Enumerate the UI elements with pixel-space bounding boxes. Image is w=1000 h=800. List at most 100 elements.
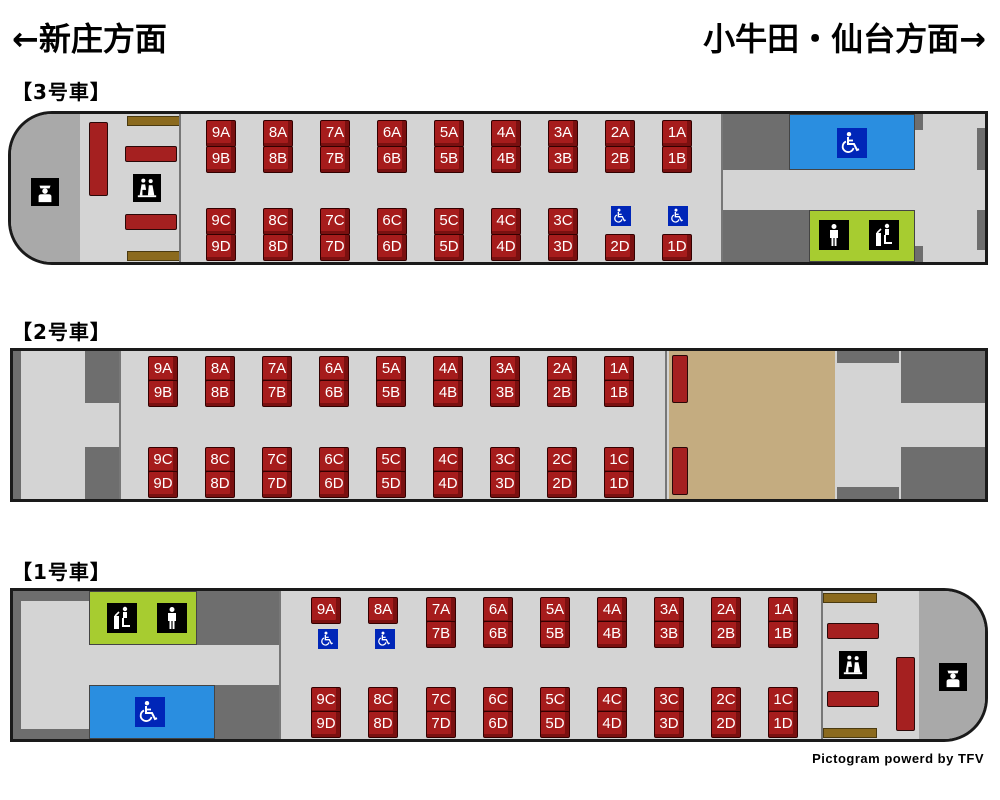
seat-2c[interactable]: 2C [711, 687, 741, 714]
seat-8c[interactable]: 8C [205, 447, 235, 474]
seat-1b[interactable]: 1B [604, 380, 634, 407]
seat-7b[interactable]: 7B [262, 380, 292, 407]
seat-6c[interactable]: 6C [319, 447, 349, 474]
seat-1c[interactable]: 1C [604, 447, 634, 474]
seat-7d[interactable]: 7D [426, 711, 456, 738]
seat-4c[interactable]: 4C [433, 447, 463, 474]
seat-4d[interactable]: 4D [491, 234, 521, 261]
seat-7c[interactable]: 7C [262, 447, 292, 474]
seat-9b[interactable]: 9B [148, 380, 178, 407]
seat-1a[interactable]: 1A [768, 597, 798, 624]
seat-2a[interactable]: 2A [711, 597, 741, 624]
seat-6b[interactable]: 6B [483, 621, 513, 648]
seat-5d[interactable]: 5D [376, 471, 406, 498]
seat-5b[interactable]: 5B [376, 380, 406, 407]
seat-4b[interactable]: 4B [597, 621, 627, 648]
seat-3a[interactable]: 3A [548, 120, 578, 147]
seat-7a[interactable]: 7A [320, 120, 350, 147]
seat-3b[interactable]: 3B [490, 380, 520, 407]
seat-4d[interactable]: 4D [597, 711, 627, 738]
seat-7c[interactable]: 7C [320, 208, 350, 235]
seat-7d[interactable]: 7D [320, 234, 350, 261]
seat-5b[interactable]: 5B [540, 621, 570, 648]
seat-4a[interactable]: 4A [597, 597, 627, 624]
seat-9d[interactable]: 9D [311, 711, 341, 738]
seat-2d[interactable]: 2D [605, 234, 635, 261]
seat-7c[interactable]: 7C [426, 687, 456, 714]
seat-5a[interactable]: 5A [540, 597, 570, 624]
seat-5c[interactable]: 5C [540, 687, 570, 714]
seat-8a[interactable]: 8A [263, 120, 293, 147]
seat-1b[interactable]: 1B [662, 146, 692, 173]
seat-5a[interactable]: 5A [434, 120, 464, 147]
seat-5b[interactable]: 5B [434, 146, 464, 173]
seat-5a[interactable]: 5A [376, 356, 406, 383]
seat-9a[interactable]: 9A [206, 120, 236, 147]
seat-6b[interactable]: 6B [377, 146, 407, 173]
seat-8a[interactable]: 8A [368, 597, 398, 624]
seat-2b[interactable]: 2B [711, 621, 741, 648]
seat-6a[interactable]: 6A [319, 356, 349, 383]
seat-8b[interactable]: 8B [205, 380, 235, 407]
seat-2b[interactable]: 2B [605, 146, 635, 173]
seat-7b[interactable]: 7B [426, 621, 456, 648]
seat-7a[interactable]: 7A [426, 597, 456, 624]
seat-3c[interactable]: 3C [654, 687, 684, 714]
seat-8d[interactable]: 8D [263, 234, 293, 261]
seat-3c[interactable]: 3C [490, 447, 520, 474]
seat-2c[interactable]: 2C [547, 447, 577, 474]
seat-4d[interactable]: 4D [433, 471, 463, 498]
seat-3a[interactable]: 3A [654, 597, 684, 624]
seat-3d[interactable]: 3D [490, 471, 520, 498]
seat-9c[interactable]: 9C [148, 447, 178, 474]
seat-5c[interactable]: 5C [376, 447, 406, 474]
seat-2a[interactable]: 2A [547, 356, 577, 383]
seat-1a[interactable]: 1A [604, 356, 634, 383]
seat-1d[interactable]: 1D [662, 234, 692, 261]
seat-1d[interactable]: 1D [768, 711, 798, 738]
seat-2b[interactable]: 2B [547, 380, 577, 407]
seat-2d[interactable]: 2D [547, 471, 577, 498]
seat-9c[interactable]: 9C [311, 687, 341, 714]
seat-2d[interactable]: 2D [711, 711, 741, 738]
seat-3b[interactable]: 3B [548, 146, 578, 173]
seat-6c[interactable]: 6C [483, 687, 513, 714]
seat-8c[interactable]: 8C [368, 687, 398, 714]
seat-6d[interactable]: 6D [483, 711, 513, 738]
seat-6d[interactable]: 6D [377, 234, 407, 261]
seat-9d[interactable]: 9D [206, 234, 236, 261]
seat-9a[interactable]: 9A [148, 356, 178, 383]
seat-7d[interactable]: 7D [262, 471, 292, 498]
seat-5c[interactable]: 5C [434, 208, 464, 235]
seat-9c[interactable]: 9C [206, 208, 236, 235]
seat-5d[interactable]: 5D [540, 711, 570, 738]
seat-3d[interactable]: 3D [548, 234, 578, 261]
seat-7b[interactable]: 7B [320, 146, 350, 173]
seat-6b[interactable]: 6B [319, 380, 349, 407]
seat-1c[interactable]: 1C [768, 687, 798, 714]
seat-4c[interactable]: 4C [597, 687, 627, 714]
seat-3b[interactable]: 3B [654, 621, 684, 648]
seat-5d[interactable]: 5D [434, 234, 464, 261]
seat-9d[interactable]: 9D [148, 471, 178, 498]
seat-8a[interactable]: 8A [205, 356, 235, 383]
seat-6a[interactable]: 6A [483, 597, 513, 624]
seat-1b[interactable]: 1B [768, 621, 798, 648]
seat-6a[interactable]: 6A [377, 120, 407, 147]
seat-6d[interactable]: 6D [319, 471, 349, 498]
seat-4a[interactable]: 4A [433, 356, 463, 383]
seat-3c[interactable]: 3C [548, 208, 578, 235]
seat-4a[interactable]: 4A [491, 120, 521, 147]
seat-4b[interactable]: 4B [433, 380, 463, 407]
seat-4b[interactable]: 4B [491, 146, 521, 173]
seat-1d[interactable]: 1D [604, 471, 634, 498]
seat-4c[interactable]: 4C [491, 208, 521, 235]
seat-3a[interactable]: 3A [490, 356, 520, 383]
seat-6c[interactable]: 6C [377, 208, 407, 235]
seat-2a[interactable]: 2A [605, 120, 635, 147]
seat-1a[interactable]: 1A [662, 120, 692, 147]
seat-8d[interactable]: 8D [368, 711, 398, 738]
seat-9a[interactable]: 9A [311, 597, 341, 624]
seat-8d[interactable]: 8D [205, 471, 235, 498]
seat-9b[interactable]: 9B [206, 146, 236, 173]
